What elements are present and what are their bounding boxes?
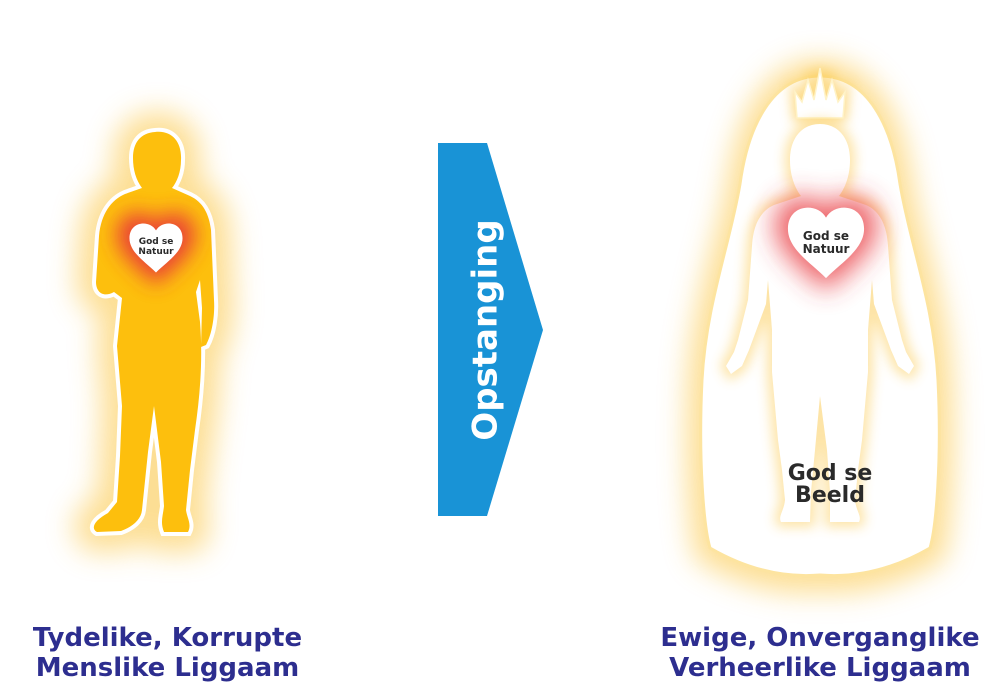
- right-heart-label-line1: God se: [803, 229, 849, 243]
- resurrection-arrow: Opstanging: [438, 143, 543, 516]
- mortal-body-figure: [94, 132, 214, 532]
- arrow-label: Opstanging: [466, 219, 506, 440]
- god-image-label: God se Beeld: [788, 461, 873, 508]
- left-heart-label-line1: God se: [139, 237, 174, 247]
- glorified-body-caption: Ewige, Onverganglike Verheerlike Liggaam: [640, 623, 1000, 683]
- left-heart-label-line2: Natuur: [138, 247, 174, 257]
- god-image-label-line2: Beeld: [795, 483, 865, 508]
- right-heart-label-line2: Natuur: [803, 242, 850, 256]
- glorified-body-figure: [687, 60, 954, 593]
- glorified-body-caption-line1: Ewige, Onverganglike: [640, 623, 1000, 653]
- mortal-body-caption: Tydelike, Korrupte Menslike Liggaam: [0, 623, 335, 683]
- mortal-body-caption-line2: Menslike Liggaam: [0, 653, 335, 683]
- mortal-body-caption-line1: Tydelike, Korrupte: [0, 623, 335, 653]
- glorified-body-caption-line2: Verheerlike Liggaam: [640, 653, 1000, 683]
